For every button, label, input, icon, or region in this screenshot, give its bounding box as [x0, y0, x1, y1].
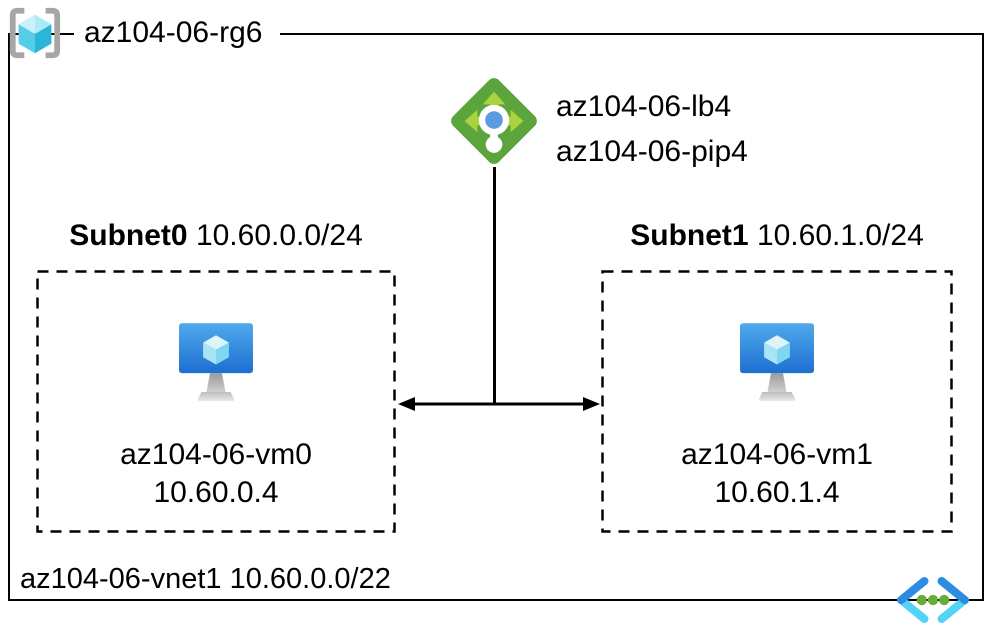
- vm0-name: az104-06-vm0: [120, 438, 312, 471]
- vnet-label: az104-06-vnet1 10.60.0.0/22: [20, 561, 391, 597]
- vm1-icon: [740, 323, 814, 402]
- subnet-double-arrow: [398, 397, 600, 411]
- subnet0-dashed-border: [36, 270, 396, 533]
- subnet1-name: Subnet1: [630, 219, 749, 252]
- subnet1-label: Subnet1 10.60.1.0/24: [601, 216, 953, 256]
- vm0-icon: [179, 323, 253, 402]
- load-balancer-icon: [451, 78, 537, 164]
- vnet-cidr: 10.60.0.0/22: [229, 563, 391, 595]
- public-ip-name: az104-06-pip4: [556, 135, 748, 168]
- subnet1-box: [601, 270, 953, 533]
- resource-group-label: az104-06-rg6: [74, 13, 281, 53]
- vm1-ip: 10.60.1.4: [714, 476, 840, 509]
- vm1-label: az104-06-vm1 10.60.1.4: [601, 436, 953, 512]
- subnet0-cidr: 10.60.0.0/24: [195, 219, 363, 252]
- virtual-network-icon: [897, 576, 969, 624]
- resource-group-icon: [9, 7, 61, 59]
- lb-connector-line: [493, 167, 496, 404]
- vm0-label: az104-06-vm0 10.60.0.4: [36, 436, 396, 512]
- vm1-name: az104-06-vm1: [681, 438, 873, 471]
- subnet0-box: [36, 270, 396, 533]
- resource-group-boundary: [8, 33, 984, 601]
- subnet0-label: Subnet0 10.60.0.0/24: [36, 216, 396, 256]
- load-balancer-name: az104-06-lb4: [556, 90, 732, 123]
- subnet1-dashed-border: [601, 270, 953, 533]
- vnet-name: az104-06-vnet1: [20, 563, 222, 595]
- subnet0-name: Subnet0: [69, 219, 188, 252]
- vm0-ip: 10.60.0.4: [153, 476, 279, 509]
- load-balancer-labels: az104-06-lb4 az104-06-pip4: [556, 84, 748, 174]
- subnet1-cidr: 10.60.1.0/24: [756, 219, 924, 252]
